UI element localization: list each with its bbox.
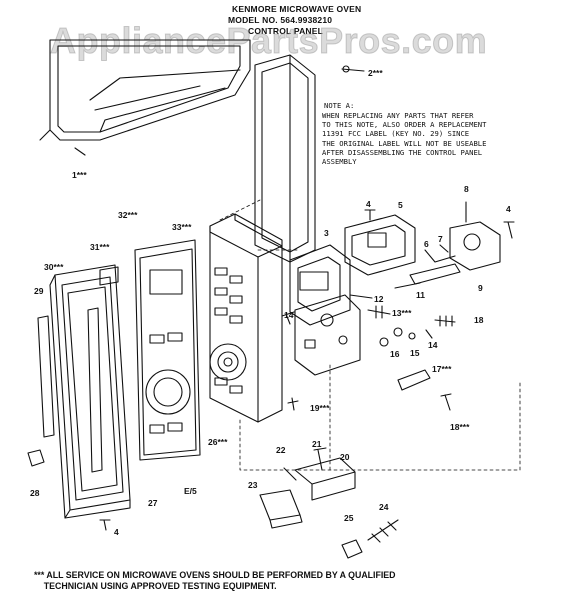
callout-12: 12 [374, 294, 384, 304]
switch-housing [344, 209, 416, 276]
callout-20: 20 [340, 452, 350, 462]
control-face-plate [134, 239, 201, 461]
service-disclaimer: *** ALL SERVICE ON MICROWAVE OVENS SHOUL… [34, 570, 396, 591]
relay-assembly [449, 201, 515, 271]
callout-8: 8 [464, 184, 469, 194]
callout-7: 7 [438, 234, 443, 244]
callout-21: 21 [312, 439, 322, 449]
note-body: WHEN REPLACING ANY PARTS THAT REFER TO T… [322, 111, 487, 167]
control-panel-frame [209, 213, 283, 423]
callout-6: 6 [424, 239, 429, 249]
callout-4a: 4 [366, 199, 371, 209]
callout-1: 1*** [72, 170, 87, 180]
callout-29: 29 [34, 286, 44, 296]
screw-2 [341, 65, 365, 73]
callout-2: 2*** [368, 68, 383, 78]
callout-26: 26*** [208, 437, 228, 447]
callout-17: 17*** [432, 364, 452, 374]
door-frame [49, 264, 131, 519]
lower-bracket-assembly [259, 447, 356, 529]
callout-4c: 4 [114, 527, 119, 537]
note-heading: NOTE A: [324, 101, 355, 110]
callout-23: 23 [248, 480, 258, 490]
callout-25: 25 [344, 513, 354, 523]
assembly-name: CONTROL PANEL [248, 26, 324, 36]
callout-18: 18*** [450, 422, 470, 432]
figure-code: E/5 [184, 486, 197, 496]
callout-11: 11 [416, 290, 425, 300]
callout-19: 19*** [310, 403, 330, 413]
callout-27: 27 [148, 498, 158, 508]
callout-5: 5 [398, 200, 403, 210]
callout-13: 13*** [392, 308, 412, 318]
callout-24: 24 [379, 502, 389, 512]
callout-3: 3 [324, 228, 329, 238]
control-circuit-board [294, 294, 361, 376]
callout-32: 32*** [118, 210, 138, 220]
callout-9: 9 [478, 283, 483, 293]
callout-16: 16 [390, 349, 400, 359]
diagram-title: KENMORE MICROWAVE OVEN [232, 4, 362, 14]
oven-cabinet [39, 39, 251, 141]
callout-18b: 18 [474, 315, 484, 325]
model-number: MODEL NO. 564.9938210 [228, 15, 333, 25]
callout-4b: 4 [506, 204, 511, 214]
interlock-bracket [289, 244, 351, 326]
callout-30: 30*** [44, 262, 64, 272]
callout-14a: 14 [284, 310, 294, 320]
cabinet-side-panel [254, 54, 316, 263]
callout-14b: 14 [428, 340, 438, 350]
callout-28: 28 [30, 488, 40, 498]
callout-33: 33*** [172, 222, 192, 232]
callout-15: 15 [410, 348, 420, 358]
callout-22: 22 [276, 445, 286, 455]
callout-31: 31*** [90, 242, 110, 252]
